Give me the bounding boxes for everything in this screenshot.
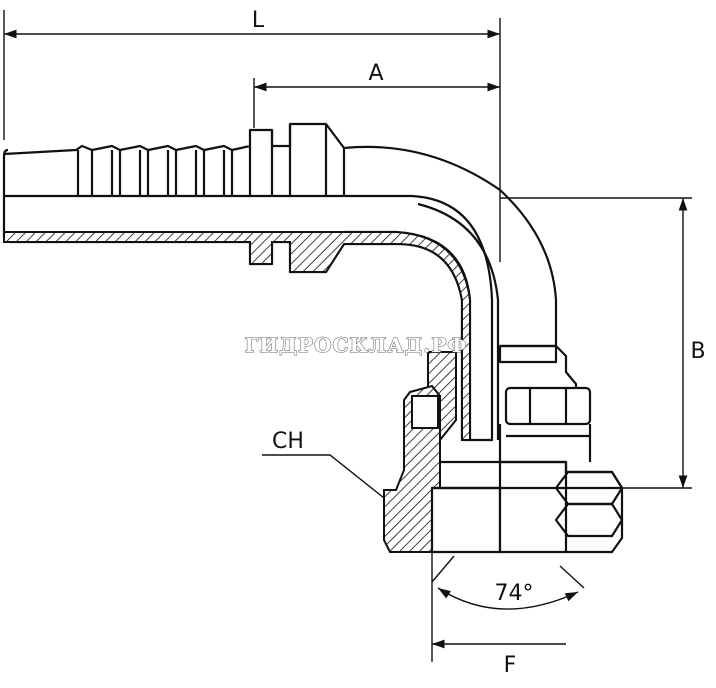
swivel-nut [430, 344, 624, 554]
nut-window [411, 395, 439, 429]
section-hatch-stem [3, 231, 471, 441]
dimension-label-f: F [504, 653, 517, 678]
dimension-lines [3, 10, 692, 662]
dimension-label-b: B [690, 339, 705, 364]
fitting-body [2, 122, 558, 442]
dimension-label-ch: CH [272, 429, 304, 454]
dimension-label-a: A [368, 61, 383, 86]
watermark-text: ГИДРОСКЛАД.РФ [245, 333, 468, 357]
dimension-label-l: L [252, 8, 265, 33]
dimension-label-angle: 74° [495, 581, 534, 606]
